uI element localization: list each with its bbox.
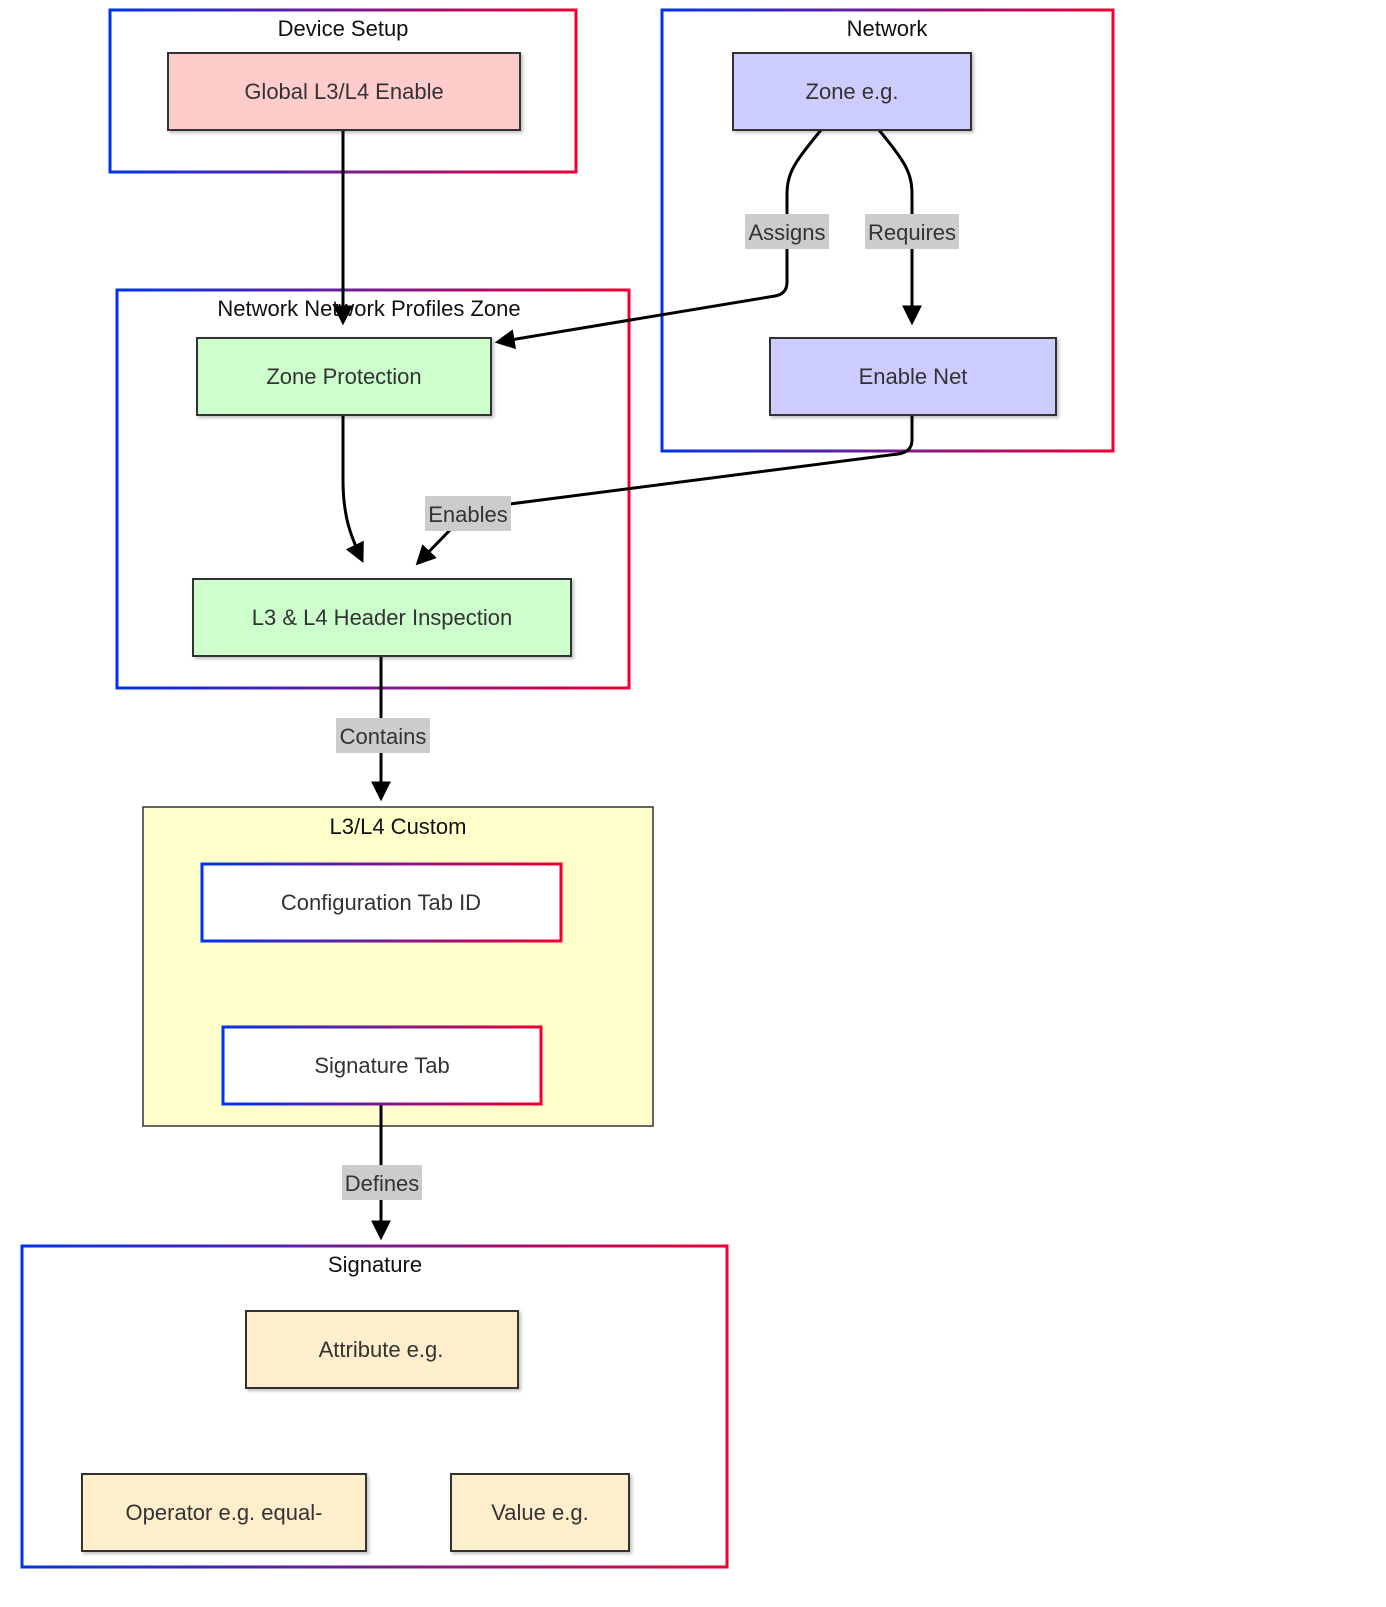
cluster-signature-title: Signature (328, 1252, 422, 1277)
cluster-l3l4-custom-title: L3/L4 Custom (330, 814, 467, 839)
node-zone-eg-label: Zone e.g. (806, 79, 899, 104)
cluster-signature: Signature (20, 1244, 729, 1569)
node-attribute-label: Attribute e.g. (319, 1337, 444, 1362)
edge-label-enables-text: Enables (428, 502, 508, 527)
edge-label-defines: Defines (342, 1165, 422, 1200)
cluster-network-title: Network (847, 16, 929, 41)
edge-label-assigns-text: Assigns (748, 220, 825, 245)
node-configuration-tab-id[interactable]: Configuration Tab ID (200, 862, 563, 943)
node-header-inspection[interactable]: L3 & L4 Header Inspection (192, 578, 572, 657)
edge-label-enables: Enables (425, 496, 511, 531)
node-zone-eg[interactable]: Zone e.g. (732, 52, 972, 131)
edge-zone-requires-enable-net (877, 129, 922, 326)
node-enable-net[interactable]: Enable Net (769, 337, 1057, 416)
node-zone-protection-label: Zone Protection (266, 364, 421, 389)
node-signature-tab-label: Signature Tab (314, 1053, 449, 1078)
cluster-network-profiles-zone-title: Network Network Profiles Zone (217, 296, 520, 321)
edge-enable-net-enables-inspection (415, 410, 914, 566)
edge-label-requires-text: Requires (868, 220, 956, 245)
node-enable-net-label: Enable Net (859, 364, 968, 389)
edge-label-requires: Requires (865, 214, 959, 249)
edge-label-contains: Contains (336, 718, 430, 753)
node-operator-label: Operator e.g. equal- (126, 1500, 323, 1525)
node-global-l3l4-enable-label: Global L3/L4 Enable (244, 79, 443, 104)
cluster-network-profiles-zone: Network Network Profiles Zone (115, 288, 631, 690)
node-value[interactable]: Value e.g. (450, 1473, 630, 1552)
node-zone-protection[interactable]: Zone Protection (196, 337, 492, 416)
edge-label-defines-text: Defines (345, 1171, 420, 1196)
node-global-l3l4-enable[interactable]: Global L3/L4 Enable (167, 52, 521, 131)
node-configuration-tab-id-label: Configuration Tab ID (281, 890, 481, 915)
edge-label-assigns: Assigns (745, 214, 829, 249)
edge-zone-protection-to-inspection (341, 410, 364, 564)
node-operator[interactable]: Operator e.g. equal- (81, 1473, 367, 1552)
node-signature-tab[interactable]: Signature Tab (221, 1025, 543, 1106)
node-attribute[interactable]: Attribute e.g. (245, 1310, 519, 1389)
node-value-label: Value e.g. (491, 1500, 588, 1525)
node-header-inspection-label: L3 & L4 Header Inspection (252, 605, 513, 630)
edge-label-contains-text: Contains (340, 724, 427, 749)
cluster-device-setup-title: Device Setup (278, 16, 409, 41)
cluster-network: Network (660, 8, 1115, 453)
